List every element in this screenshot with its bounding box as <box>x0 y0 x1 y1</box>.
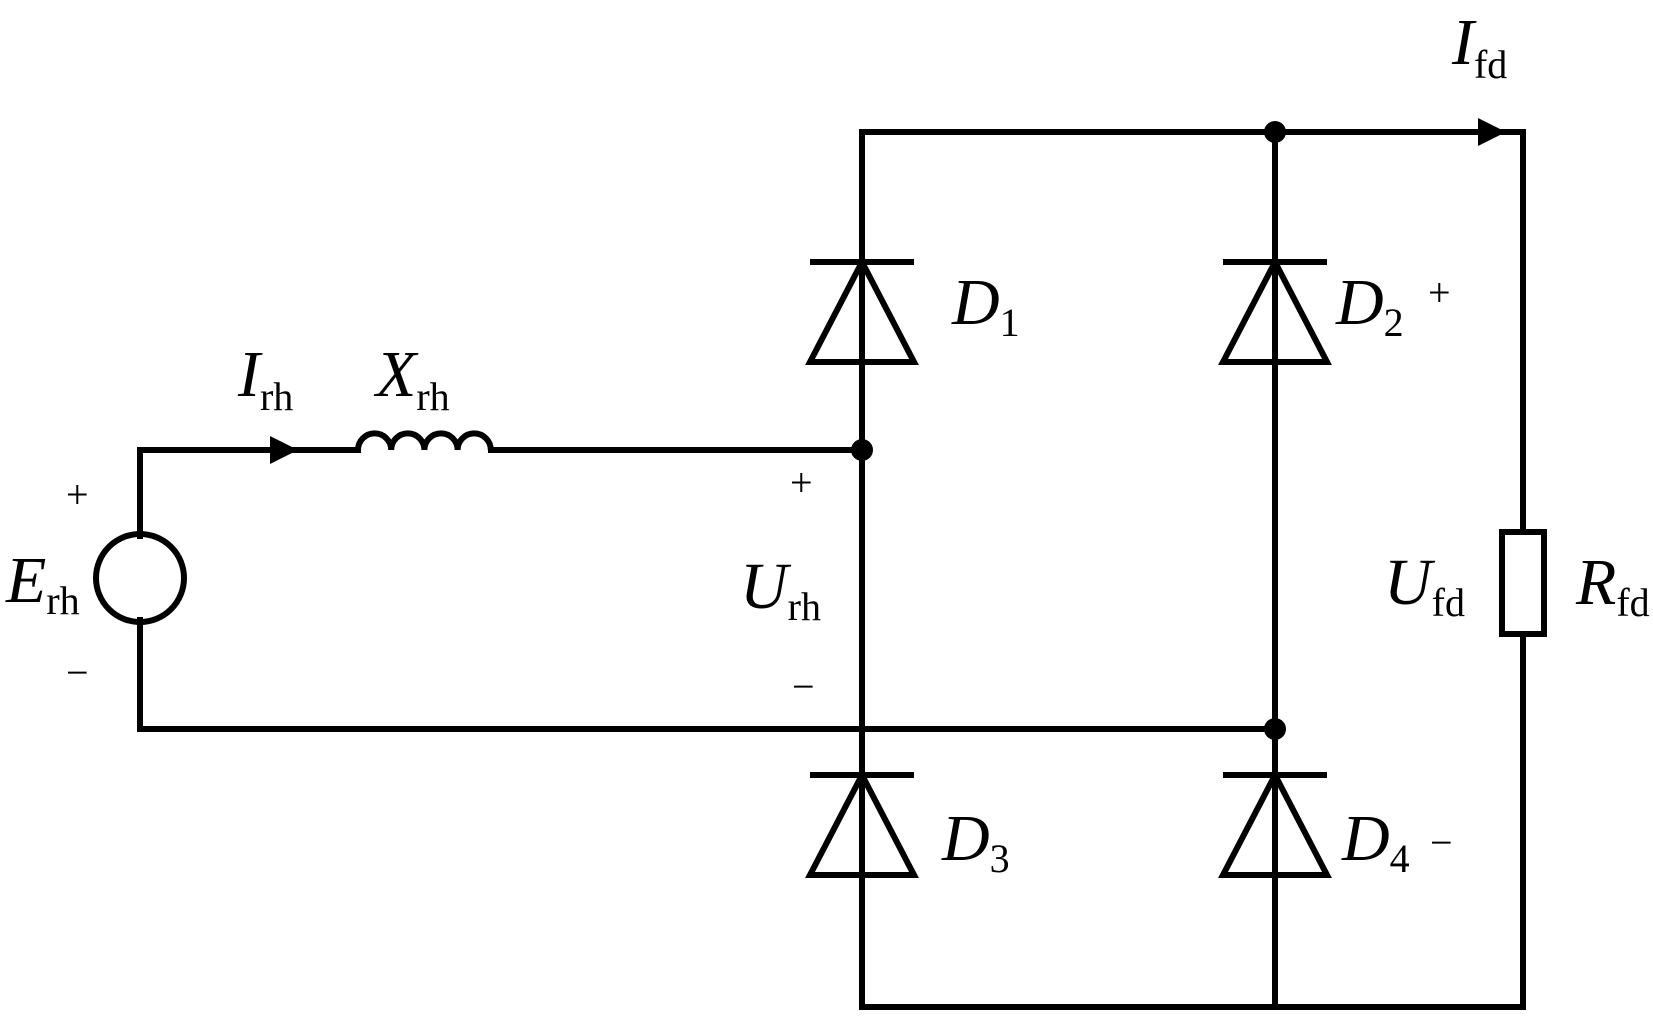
diode-d1-symbol <box>805 255 919 365</box>
inductor-symbol <box>355 430 494 451</box>
source-label: Erh <box>5 544 80 623</box>
ufd-plus-sign: + <box>1428 270 1451 315</box>
ac-source-symbol <box>93 531 187 625</box>
urh-plus-sign: + <box>790 460 813 505</box>
urh-minus-sign: − <box>792 664 815 709</box>
source-current-arrow <box>270 436 298 464</box>
wires <box>137 129 1526 1010</box>
diode-d2-label: D2 <box>1335 266 1404 345</box>
output-voltage-label: Ufd <box>1384 546 1465 625</box>
junction-dot <box>851 439 873 461</box>
output-current-arrow <box>1478 118 1506 146</box>
junctions <box>851 121 1286 740</box>
load-resistance-label: Rfd <box>1575 546 1650 625</box>
junction-dot <box>1264 718 1286 740</box>
ufd-minus-sign: − <box>1430 820 1453 865</box>
diode-d3-label: D3 <box>941 802 1010 881</box>
junction-dot <box>1264 121 1286 143</box>
diode-d2-symbol <box>1218 255 1332 365</box>
output-current-label: Ifd <box>1451 6 1507 87</box>
resistor-symbol <box>1499 529 1547 637</box>
rectifier-input-voltage-label: Urh <box>740 550 821 629</box>
source-minus-sign: − <box>66 650 89 695</box>
diode-d3-symbol <box>805 768 919 878</box>
diode-d4-symbol <box>1218 768 1332 878</box>
diode-d4-label: D4 <box>1341 802 1410 881</box>
source-plus-sign: + <box>66 472 89 517</box>
source-current-label: Irh <box>237 338 293 419</box>
reactance-label: Xrh <box>373 338 450 419</box>
diode-d1-label: D1 <box>951 266 1020 345</box>
